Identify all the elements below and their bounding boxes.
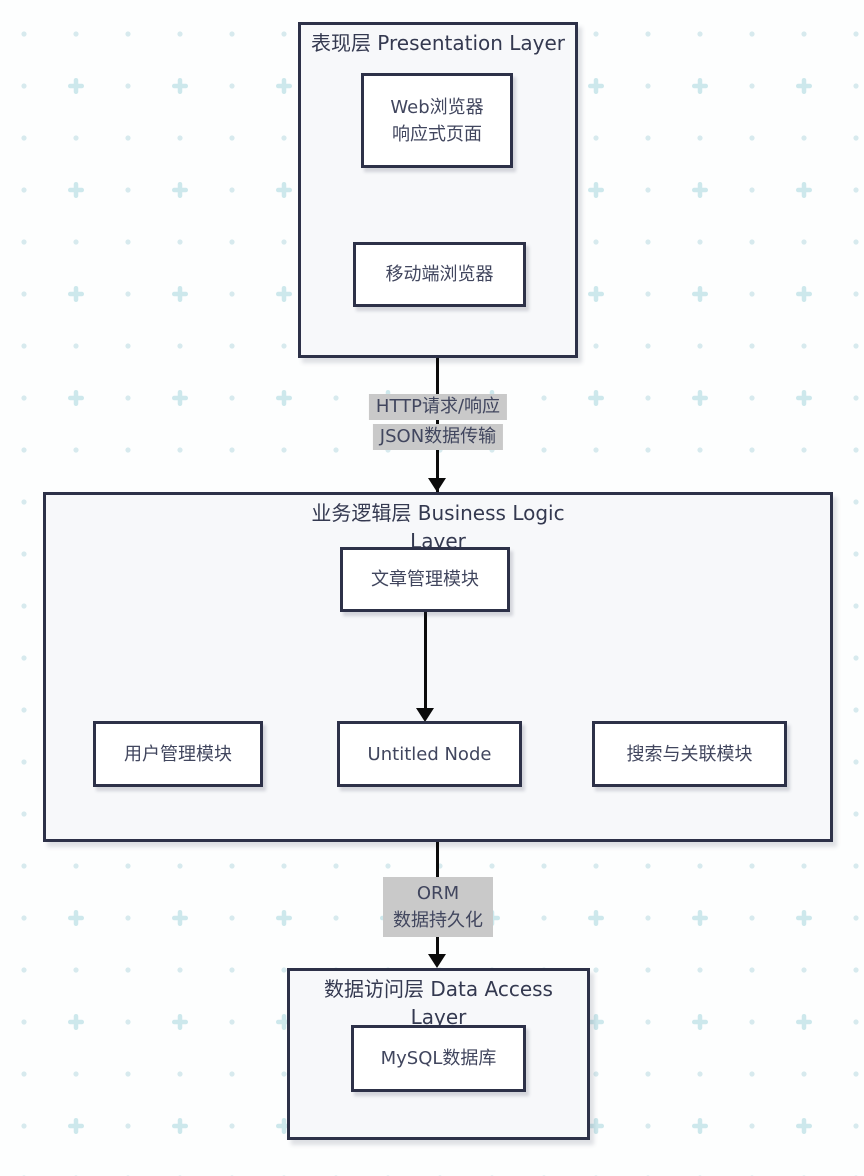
edge-label-line: HTTP请求/响应 [368, 394, 508, 420]
node-label: MySQL数据库 [380, 1048, 497, 1069]
node-label: 搜索与关联模块 [626, 743, 753, 765]
edge-article-to-untitled [424, 612, 427, 708]
node-mysql-database[interactable]: MySQL数据库 [351, 1025, 526, 1092]
node-search-module[interactable]: 搜索与关联模块 [592, 721, 787, 787]
arrowhead-down-icon [416, 708, 434, 722]
node-label: 用户管理模块 [124, 743, 232, 765]
edge-label-http[interactable]: HTTP请求/响应 JSON数据传输 [368, 394, 508, 450]
node-user-module[interactable]: 用户管理模块 [93, 721, 263, 787]
container-business-logic-layer[interactable]: 业务逻辑层 Business Logic Layer [43, 492, 833, 842]
container-title: 数据访问层 Data Access Layer [324, 977, 553, 1029]
node-label-line: 响应式页面 [392, 123, 482, 145]
node-label: 移动端浏览器 [385, 264, 494, 285]
container-title: 业务逻辑层 Business Logic Layer [311, 501, 565, 553]
arrowhead-down-icon [428, 954, 446, 968]
edge-label-line: JSON数据传输 [372, 424, 504, 450]
node-label-line: Web浏览器 [390, 96, 484, 118]
node-untitled[interactable]: Untitled Node [337, 721, 522, 787]
node-mobile-browser[interactable]: 移动端浏览器 [353, 242, 526, 307]
node-label: Untitled Node [367, 743, 492, 765]
node-web-browser[interactable]: Web浏览器 响应式页面 [361, 73, 513, 168]
edge-label-orm[interactable]: ORM 数据持久化 [383, 877, 493, 937]
edge-label-line: 数据持久化 [393, 910, 483, 931]
node-article-module[interactable]: 文章管理模块 [340, 547, 510, 612]
arrowhead-down-icon [428, 478, 446, 492]
edge-label-line: ORM [416, 883, 460, 904]
node-label: 文章管理模块 [371, 569, 479, 590]
container-title: 表现层 Presentation Layer [310, 31, 566, 55]
